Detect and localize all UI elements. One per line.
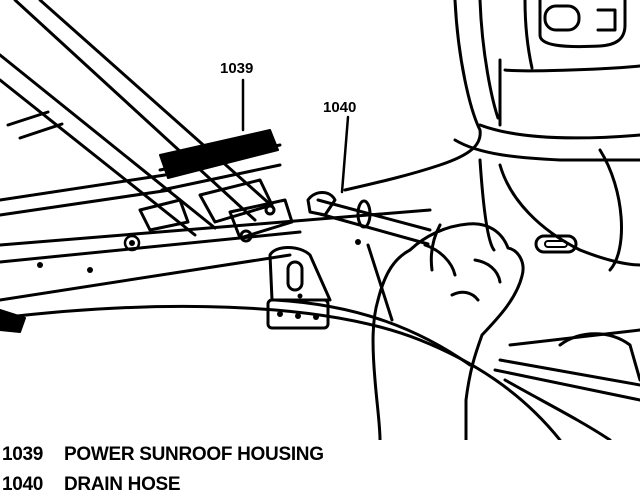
callout-legend: 1039 POWER SUNROOF HOUSING 1040 DRAIN HO… [2,444,632,504]
legend-id: 1039 [2,444,44,465]
callout-label-1040: 1040 [323,99,356,116]
body-pillar [343,0,640,272]
legend-label: POWER SUNROOF HOUSING [64,444,324,465]
callout-leader-1040 [340,115,350,194]
sunroof-housing [138,129,294,243]
legend-label: DRAIN HOSE [64,474,181,495]
callout-label-1039: 1039 [220,60,253,77]
mounting-bracket [266,246,332,330]
technician-hand [371,222,525,440]
legend-row-1040: 1040 DRAIN HOSE [2,474,632,504]
sunroof-opening-edge [0,298,562,440]
roof-rail [0,173,432,333]
roof-brace [0,0,274,237]
drain-hose [306,191,432,322]
legend-row-1039: 1039 POWER SUNROOF HOUSING [2,444,632,474]
sunroof-drain-hose-illustration: 1039 1040 [0,0,640,440]
lower-trim [493,328,640,440]
legend-id: 1040 [2,474,44,495]
